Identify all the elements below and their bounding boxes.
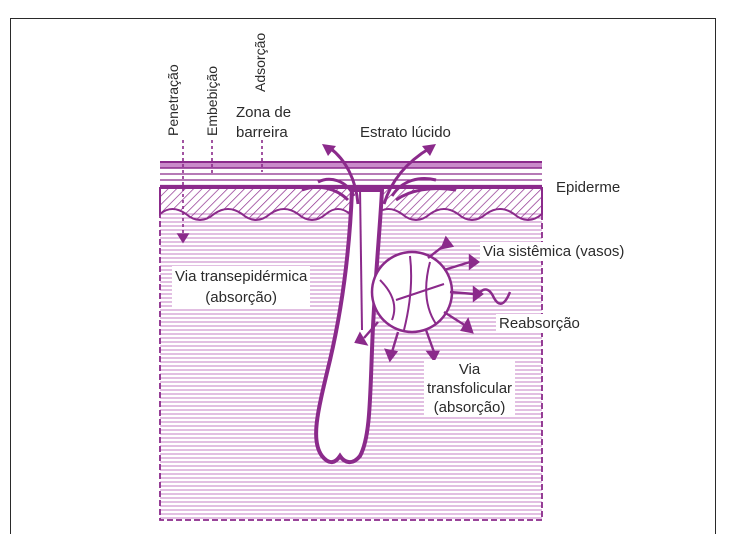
label-penetracao: Penetração — [165, 64, 181, 136]
label-embebicao: Embebição — [204, 66, 220, 136]
label-via-transfolicular: Via transfolicular (absorção) — [424, 360, 515, 417]
label-transfol-line3: (absorção) — [427, 398, 512, 417]
label-via-transepidermica: Via transepidérmica (absorção) — [172, 266, 310, 308]
label-via-sistemica: Via sistêmica (vasos) — [480, 242, 627, 261]
label-zona-line1: Zona de — [236, 103, 291, 123]
label-zona-line2: barreira — [236, 123, 291, 143]
label-adsorcao: Adsorção — [252, 33, 268, 92]
label-transepi-line1: Via transepidérmica — [175, 266, 307, 287]
label-reabsorcao: Reabsorção — [496, 314, 583, 333]
label-transfol-line2: transfolicular — [427, 379, 512, 398]
label-transepi-line2: (absorção) — [175, 287, 307, 308]
label-estrato-lucido: Estrato lúcido — [360, 123, 451, 142]
label-epiderme: Epiderme — [556, 178, 620, 197]
label-transfol-line1: Via — [427, 360, 512, 379]
label-zona-de-barreira: Zona de barreira — [236, 103, 291, 143]
sebaceous-gland — [372, 252, 452, 332]
